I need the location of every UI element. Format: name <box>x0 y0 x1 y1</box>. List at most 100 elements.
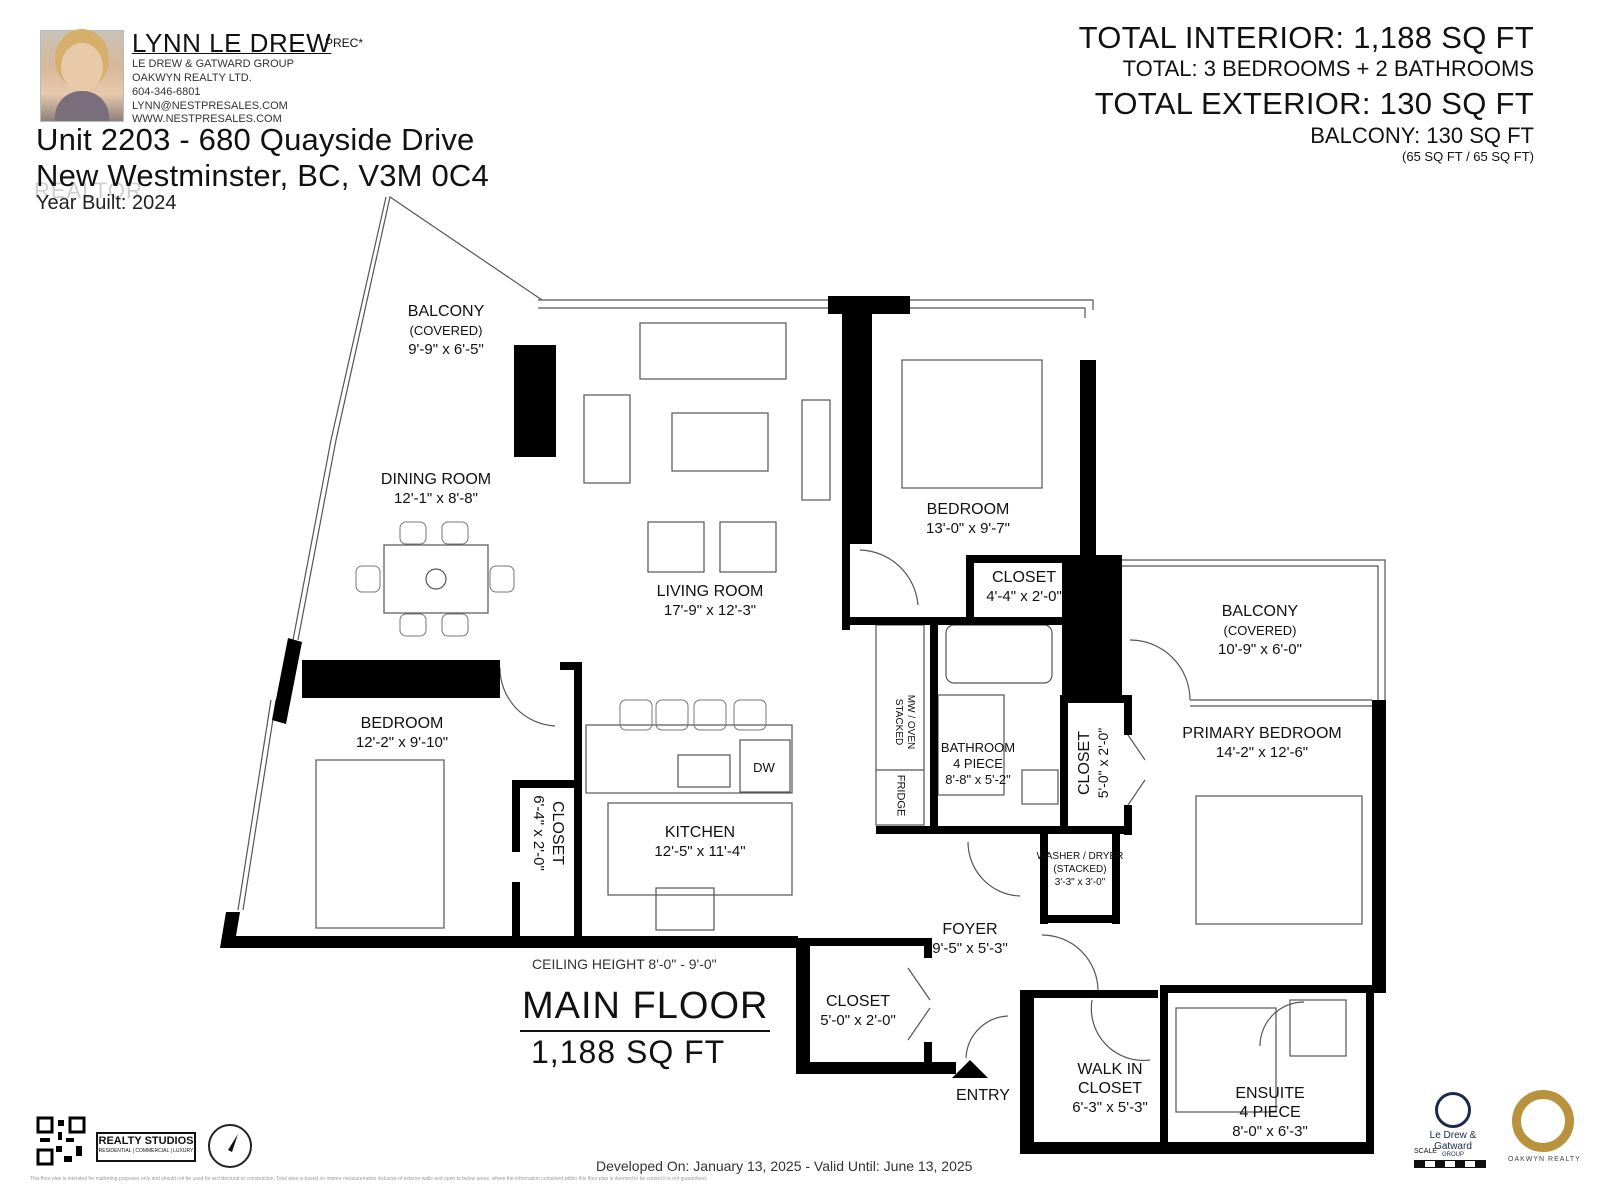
room-sub: (STACKED) <box>1053 864 1107 875</box>
room-dim: 9'-5" x 5'-3" <box>932 940 1008 957</box>
wall-bedroom-left-north <box>302 660 500 698</box>
room-name: BEDROOM <box>360 715 444 732</box>
room-dim: 6'-3" x 5'-3" <box>1072 1099 1148 1116</box>
total-rooms: TOTAL: 3 BEDROOMS + 2 BATHROOMS <box>1122 56 1534 81</box>
label-microwave-oven: MW / OVEN STACKED <box>893 694 916 750</box>
year-built: Year Built: 2024 <box>36 192 177 214</box>
bed-left <box>315 759 445 929</box>
room-dim: 17'-9" x 12'-3" <box>663 602 757 619</box>
room-dim: 8'-8" x 5'-2" <box>945 772 1011 787</box>
room-living: LIVING ROOM 17'-9" x 12'-3" <box>657 582 764 620</box>
bed-top <box>901 359 1043 489</box>
room-bedroom-left: BEDROOM 12'-2" x 9'-10" <box>356 714 448 752</box>
agent-phone: 604-346-6801 <box>132 86 201 98</box>
coffee-table <box>671 412 769 472</box>
room-dim: 12'-2" x 9'-10" <box>355 734 449 751</box>
bath-vanity <box>1021 769 1059 805</box>
door-ensuite <box>1259 1001 1305 1047</box>
wall-ensuite-west <box>1160 985 1168 1150</box>
agent-group: LE DREW & GATWARD GROUP <box>132 58 294 70</box>
closet-bifold-foyer <box>907 967 931 1041</box>
entry-arrow <box>952 1060 988 1078</box>
door-bedroom-left <box>499 667 556 727</box>
room-name: CLOSET <box>825 993 891 1010</box>
floor-area: 1,188 SQ FT <box>531 1034 726 1070</box>
wall-dining-column <box>272 638 302 724</box>
agent-photo <box>40 30 124 122</box>
agent-email: LYNN@NESTPRESALES.COM <box>132 100 288 112</box>
loveseat <box>583 394 631 484</box>
label-fridge: FRIDGE <box>894 774 907 817</box>
room-closet-left: CLOSET 6'-4" x 2'-0" <box>529 795 567 871</box>
room-balcony-left: BALCONY (COVERED) 9'-9" x 6'-5" <box>408 302 484 359</box>
wall-washer-west <box>1040 826 1048 924</box>
scale-label: SCALE <box>1414 1148 1437 1155</box>
door-primary <box>1041 934 1099 991</box>
sink <box>677 754 731 788</box>
kitchen-island <box>585 724 793 794</box>
room-name: WALK IN <box>1077 1061 1143 1078</box>
bedroom-window-wall <box>237 699 277 911</box>
balcony-total: BALCONY: 130 SQ FT <box>1310 123 1534 148</box>
walls <box>220 296 1386 1154</box>
realty-studios-name: REALTY STUDIOS <box>98 1135 194 1147</box>
room-kitchen: KITCHEN 12'-5" x 11'-4" <box>654 823 745 861</box>
room-bedroom-top: BEDROOM 13'-0" x 9'-7" <box>926 500 1010 538</box>
room-dim: 12'-1" x 8'-8" <box>394 490 478 507</box>
room-name: FOYER <box>942 921 998 938</box>
ensuite-toilet <box>1289 999 1347 1057</box>
sofa <box>639 322 787 380</box>
armchair-1 <box>647 521 705 573</box>
wall-foyer-closet-west <box>796 938 810 1074</box>
label-dishwasher: DW <box>753 760 775 775</box>
dining-table <box>383 544 489 614</box>
room-sub: CLOSET <box>1077 1080 1143 1097</box>
balcony-right-railing <box>1120 559 1386 700</box>
wall-bedroom-top-east <box>1080 360 1096 560</box>
wall-south-west <box>220 912 798 948</box>
room-washer-dryer: WASHER / DRYER (STACKED) 3'-3" x 3'-0" <box>1037 850 1124 889</box>
cooktop <box>655 887 715 931</box>
room-closet-mid: CLOSET 5'-0" x 2'-0" <box>1075 728 1113 799</box>
room-name: LIVING ROOM <box>656 583 764 600</box>
wall-bedroom-top-west <box>842 296 872 544</box>
room-foyer: FOYER 9'-5" x 5'-3" <box>932 920 1008 958</box>
scale-bar <box>1414 1160 1486 1168</box>
room-primary-bedroom: PRIMARY BEDROOM 14'-2" x 12'-6" <box>1182 724 1341 762</box>
room-ensuite: ENSUITE 4 PIECE 8'-0" x 6'-3" <box>1232 1084 1308 1141</box>
realty-studios-tagline: RESIDENTIAL | COMMERCIAL | LUXURY <box>98 1148 194 1154</box>
room-dining: DINING ROOM 12'-1" x 8'-8" <box>381 470 491 508</box>
room-sub: (COVERED) <box>1223 623 1297 638</box>
room-name: CLOSET <box>1076 730 1093 796</box>
room-dim: 10'-9" x 6'-0" <box>1218 641 1302 658</box>
room-name: KITCHEN <box>664 824 736 841</box>
floor-title: MAIN FLOOR <box>520 985 771 1032</box>
address-line2: New Westminster, BC, V3M 0C4 <box>36 158 489 193</box>
ensuite-shower <box>1175 1007 1277 1113</box>
tv-console <box>801 399 831 501</box>
room-dim: 3'-3" x 3'-0" <box>1054 877 1106 888</box>
room-name: BALCONY <box>1221 603 1299 620</box>
qr-code-icon[interactable] <box>36 1116 86 1166</box>
bathtub <box>945 624 1053 684</box>
room-name: BALCONY <box>407 303 485 320</box>
closet-bifold-mid <box>1125 731 1146 809</box>
agent-name: LYNN LE DREW <box>132 28 332 58</box>
dining-window-wall <box>292 439 337 641</box>
wall-primary-east <box>1372 700 1386 990</box>
room-dim: 14'-2" x 12'-6" <box>1215 744 1309 761</box>
ledrew-ring-icon <box>1435 1092 1471 1128</box>
room-name: PRIMARY BEDROOM <box>1182 725 1342 742</box>
balcony-split: (65 SQ FT / 65 SQ FT) <box>1402 149 1534 164</box>
wall-bath-east <box>1060 695 1068 830</box>
room-sub: 4 PIECE <box>953 756 1003 771</box>
room-bathroom: BATHROOM 4 PIECE 8'-8" x 5'-2" <box>941 740 1015 788</box>
address-line1: Unit 2203 - 680 Quayside Drive <box>36 122 475 157</box>
chairs <box>355 521 767 731</box>
balcony-left-railing <box>335 196 543 441</box>
wall-balcony-column <box>514 345 556 457</box>
agent-brokerage: OAKWYN REALTY LTD. <box>132 72 252 84</box>
room-walk-in-closet: WALK IN CLOSET 6'-3" x 5'-3" <box>1072 1060 1148 1117</box>
door-entry <box>965 1015 1009 1059</box>
